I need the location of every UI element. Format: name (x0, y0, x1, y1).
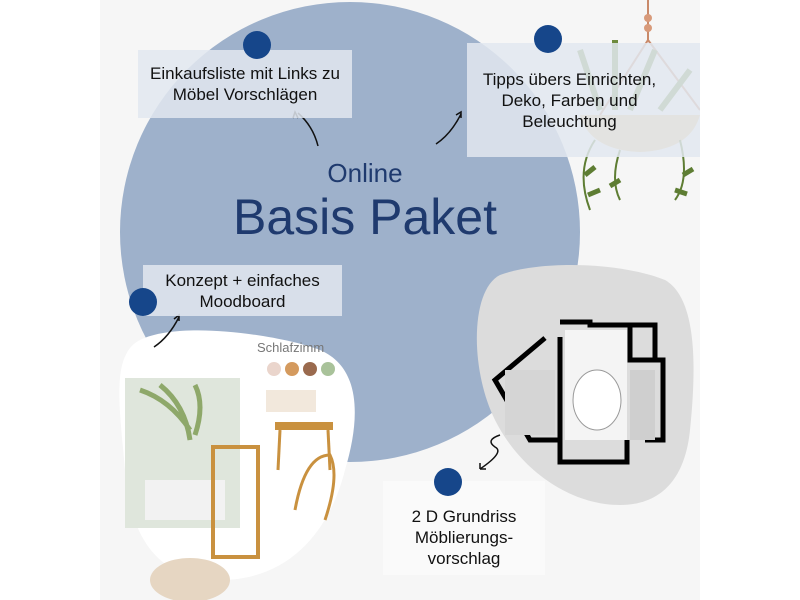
moodboard-room-label: Schlafzimm (257, 340, 325, 355)
arrow-2 (435, 113, 462, 145)
bullet-dot (243, 31, 271, 59)
feature-text: Einkaufsliste mit Links zu Möbel Vorschl… (150, 64, 340, 104)
arrow-4 (479, 434, 501, 470)
bullet-dot (534, 25, 562, 53)
feature-moodboard: Konzept + einfaches Moodboard (143, 265, 342, 316)
art-image (266, 390, 316, 412)
feature-tips: Tipps übers Einrichten, Deko, Farben und… (467, 43, 700, 157)
title-basis-paket: Basis Paket (232, 189, 497, 245)
feature-floorplan: 2 D Grundriss Möblierungs-vorschlag (383, 481, 545, 575)
desk-image (275, 422, 333, 430)
infographic: Online Basis Paket Schlafzimm Einkaufsli… (100, 0, 700, 600)
feature-text: Tipps übers Einrichten, Deko, Farben und… (482, 69, 657, 131)
bullet-dot (434, 468, 462, 496)
feature-text: Konzept + einfaches Moodboard (165, 270, 320, 311)
arrow-3 (153, 316, 180, 348)
feature-text: 2 D Grundriss Möblierungs-vorschlag (411, 506, 517, 568)
shelf-image (211, 445, 260, 559)
rug-image (150, 558, 230, 600)
feature-shopping-list: Einkaufsliste mit Links zu Möbel Vorschl… (138, 50, 352, 118)
title-online: Online (327, 158, 403, 188)
bullet-dot (129, 288, 157, 316)
chair-image (293, 453, 336, 521)
